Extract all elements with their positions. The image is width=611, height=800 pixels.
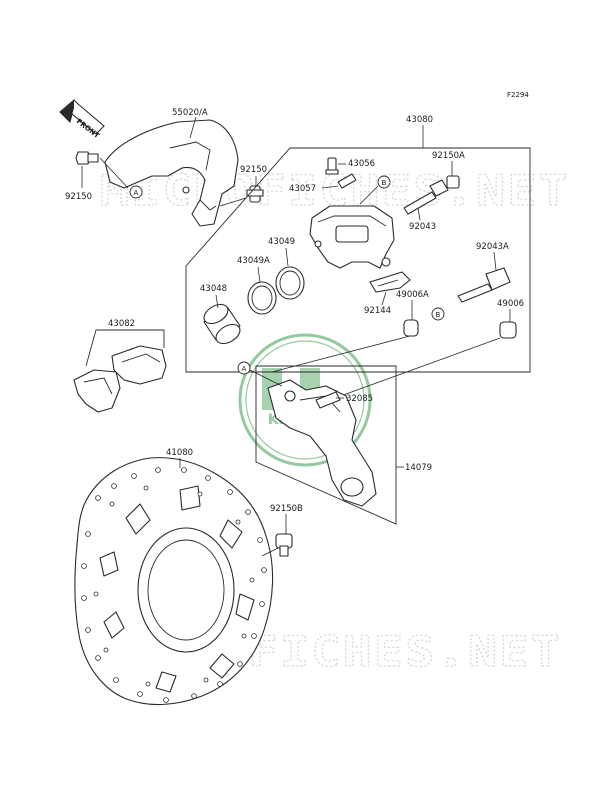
- part-43082-brake-pads: [73, 345, 167, 413]
- part-label-49006a: 49006A: [396, 290, 429, 300]
- part-92150a-cap: [446, 175, 460, 189]
- part-92150-bolt-left: [75, 151, 99, 165]
- part-43049-seal: [275, 266, 305, 300]
- part-92144-spring: [369, 271, 411, 293]
- part-label-55020a: 55020/A: [172, 108, 208, 118]
- part-label-43057: 43057: [289, 184, 316, 194]
- part-label-43048: 43048: [200, 284, 227, 294]
- part-label-92150-right: 92150: [240, 165, 267, 175]
- part-92150b-bolt: [261, 533, 293, 557]
- part-label-92150-left: 92150: [65, 192, 92, 202]
- ref-marker-b-top: B: [377, 175, 391, 189]
- part-14079-bracket: [267, 379, 377, 507]
- part-43056-bleeder: [325, 157, 339, 175]
- part-label-14079: 14079: [405, 463, 432, 473]
- part-32085-pin: [315, 391, 341, 409]
- part-label-92144: 92144: [364, 306, 391, 316]
- part-label-41080: 41080: [166, 448, 193, 458]
- part-49006a-boot: [403, 319, 419, 337]
- svg-text:B: B: [382, 179, 387, 187]
- part-label-92150a: 92150A: [432, 151, 465, 161]
- part-label-92150b: 92150B: [270, 504, 303, 514]
- ref-marker-a-top: A: [129, 185, 143, 199]
- part-label-43049a: 43049A: [237, 256, 270, 266]
- part-92043-pin: [403, 179, 449, 215]
- part-43057-cap: [337, 173, 357, 189]
- part-43049a-seal: [247, 281, 277, 315]
- part-label-43082: 43082: [108, 319, 135, 329]
- front-arrow-icon: FRONT: [59, 99, 105, 140]
- part-label-32085: 32085: [346, 394, 373, 404]
- part-49006-boot: [499, 321, 517, 339]
- svg-text:B: B: [436, 311, 441, 319]
- part-label-92043: 92043: [409, 222, 436, 232]
- ref-marker-b-middle: B: [431, 307, 445, 321]
- caliper-body: [309, 205, 395, 269]
- part-43048-piston: [203, 303, 241, 345]
- part-41080-brake-disc: [74, 457, 274, 706]
- ref-marker-a-middle: A: [237, 361, 251, 375]
- part-92043a-pin: [457, 267, 511, 303]
- part-55020a-guard: [104, 119, 239, 227]
- assembly-bracket-14079: [255, 365, 397, 525]
- part-label-43080: 43080: [406, 115, 433, 125]
- part-label-43056: 43056: [348, 159, 375, 169]
- svg-text:A: A: [242, 365, 247, 373]
- part-label-43049: 43049: [268, 237, 295, 247]
- figure-code: F2294: [507, 91, 529, 99]
- svg-text:A: A: [134, 189, 139, 197]
- part-label-49006: 49006: [497, 299, 524, 309]
- assembly-bracket-43080: [185, 147, 531, 373]
- part-label-92043a: 92043A: [476, 242, 509, 252]
